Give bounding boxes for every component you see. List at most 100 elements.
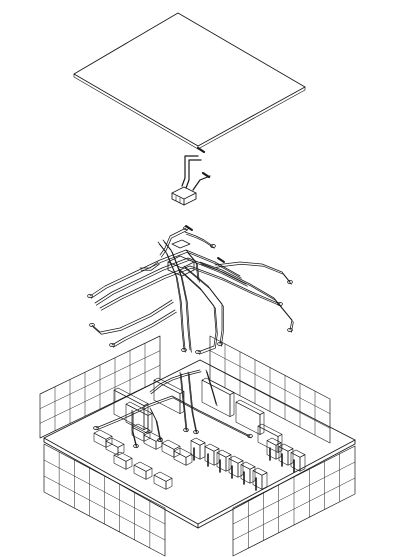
partition-6 bbox=[257, 423, 283, 453]
cabinet-5 bbox=[161, 439, 181, 458]
duct-run-1 bbox=[89, 249, 241, 297]
cabinet-6-side bbox=[185, 453, 193, 466]
equipment-rack-3-front bbox=[228, 458, 239, 478]
equipment-rack-6-front bbox=[266, 440, 277, 460]
cabinet-4 bbox=[143, 431, 163, 450]
diffuser-icon bbox=[195, 349, 201, 354]
cabinet-1 bbox=[93, 429, 113, 448]
diffuser-icon bbox=[157, 437, 163, 442]
duct-run-15 bbox=[139, 261, 159, 269]
diffuser-icon bbox=[247, 433, 253, 438]
cabinet-9-front bbox=[153, 474, 167, 490]
wall-back-right bbox=[209, 335, 331, 444]
equipment-rack-7-side bbox=[287, 448, 294, 466]
partition-6-side bbox=[277, 434, 283, 453]
duct-run-14 bbox=[186, 251, 200, 283]
partition-4-side bbox=[229, 392, 235, 417]
diffuser-icon bbox=[181, 347, 187, 352]
duct-run-12 bbox=[185, 233, 215, 249]
equipment-rack-1-side bbox=[213, 448, 220, 466]
cabinet-6 bbox=[173, 447, 193, 466]
ahu-box-top bbox=[171, 186, 197, 200]
floor-duct-8 bbox=[131, 409, 137, 447]
transom bbox=[232, 461, 356, 525]
cabinet-9 bbox=[153, 471, 173, 490]
curtain-walls bbox=[39, 335, 356, 557]
cabinet-8 bbox=[133, 461, 153, 480]
floor-duct-4 bbox=[95, 395, 173, 429]
duct-run-5 bbox=[163, 241, 192, 353]
duct-run-7 bbox=[184, 267, 224, 347]
floor-duct-8 bbox=[132, 411, 138, 449]
partition-5 bbox=[235, 399, 265, 435]
partition-6-top bbox=[257, 423, 283, 437]
duct-run-3 bbox=[99, 265, 281, 309]
equipment-rack-6 bbox=[266, 437, 282, 460]
equipment-rack-2 bbox=[216, 449, 232, 472]
cabinet-1-front bbox=[93, 432, 107, 448]
floor-duct-6 bbox=[206, 371, 218, 407]
diffuser-icon bbox=[93, 425, 99, 430]
equipment-rack-9-front bbox=[190, 440, 201, 460]
floor-duct-6 bbox=[205, 369, 217, 405]
diffuser-icon bbox=[183, 427, 189, 432]
diffuser-icon bbox=[193, 429, 199, 434]
equipment-rack-7-front bbox=[278, 446, 289, 466]
equipment-rack-2-front bbox=[216, 452, 227, 472]
floor-plate bbox=[39, 335, 356, 557]
equipment-rack-7 bbox=[278, 443, 294, 466]
equipment-rack-5-side bbox=[261, 472, 268, 490]
partition-3 bbox=[153, 377, 185, 414]
duct-run-3 bbox=[100, 267, 282, 311]
duct-run-6 bbox=[178, 269, 218, 355]
duct-run-10 bbox=[199, 261, 293, 331]
floor-duct-1 bbox=[150, 371, 202, 395]
wall-back-left bbox=[39, 335, 161, 439]
ceiling-slab bbox=[73, 12, 306, 150]
duct-run-11 bbox=[215, 263, 292, 285]
cabinet-7-front bbox=[113, 454, 127, 470]
diffuser-icon bbox=[287, 279, 293, 284]
cabinet-7 bbox=[113, 451, 133, 470]
hanger-bracket bbox=[201, 171, 211, 179]
diffuser-icon bbox=[133, 443, 139, 448]
equipment-rack-1-front bbox=[204, 446, 215, 466]
partition-5-side bbox=[259, 412, 265, 435]
wall-front-right bbox=[232, 445, 356, 557]
duct-run-13 bbox=[159, 227, 187, 256]
equipment-rack-8-side bbox=[299, 454, 306, 472]
diffuser-icon bbox=[87, 293, 93, 298]
duct-run-10 bbox=[200, 263, 294, 333]
partition-5-top bbox=[235, 399, 265, 415]
partition-4 bbox=[201, 377, 235, 417]
transom bbox=[43, 459, 166, 525]
duct-run-13 bbox=[160, 229, 188, 258]
supply-drop-duct bbox=[181, 155, 199, 187]
return-drop-duct bbox=[192, 175, 211, 191]
equipment-rack-6-side bbox=[275, 442, 282, 460]
floor-duct-7 bbox=[149, 407, 161, 441]
duct-run-4 bbox=[158, 243, 186, 353]
cabinet-8-side bbox=[145, 467, 153, 480]
diffuser-icon bbox=[277, 301, 283, 306]
plenum-box bbox=[167, 261, 195, 277]
cabinet-7-side bbox=[125, 457, 133, 470]
transom bbox=[209, 350, 331, 414]
junction-box bbox=[171, 239, 191, 249]
cabinet-8-front bbox=[133, 464, 147, 480]
floor-ductwork bbox=[93, 369, 253, 449]
equipment-rack-3-side bbox=[237, 460, 244, 478]
floor-duct-5 bbox=[171, 395, 251, 437]
duct-run-8 bbox=[91, 299, 173, 333]
diffuser-icon bbox=[217, 341, 223, 346]
equipment-rack-9-side bbox=[199, 442, 206, 460]
duct-run-15 bbox=[140, 263, 160, 271]
partition-1-top bbox=[113, 387, 149, 406]
equipment-rack-3 bbox=[228, 455, 244, 478]
partition-4-top bbox=[201, 377, 235, 395]
partition-4-front bbox=[201, 379, 231, 417]
duct-run-14 bbox=[185, 249, 199, 281]
transom bbox=[209, 365, 331, 429]
